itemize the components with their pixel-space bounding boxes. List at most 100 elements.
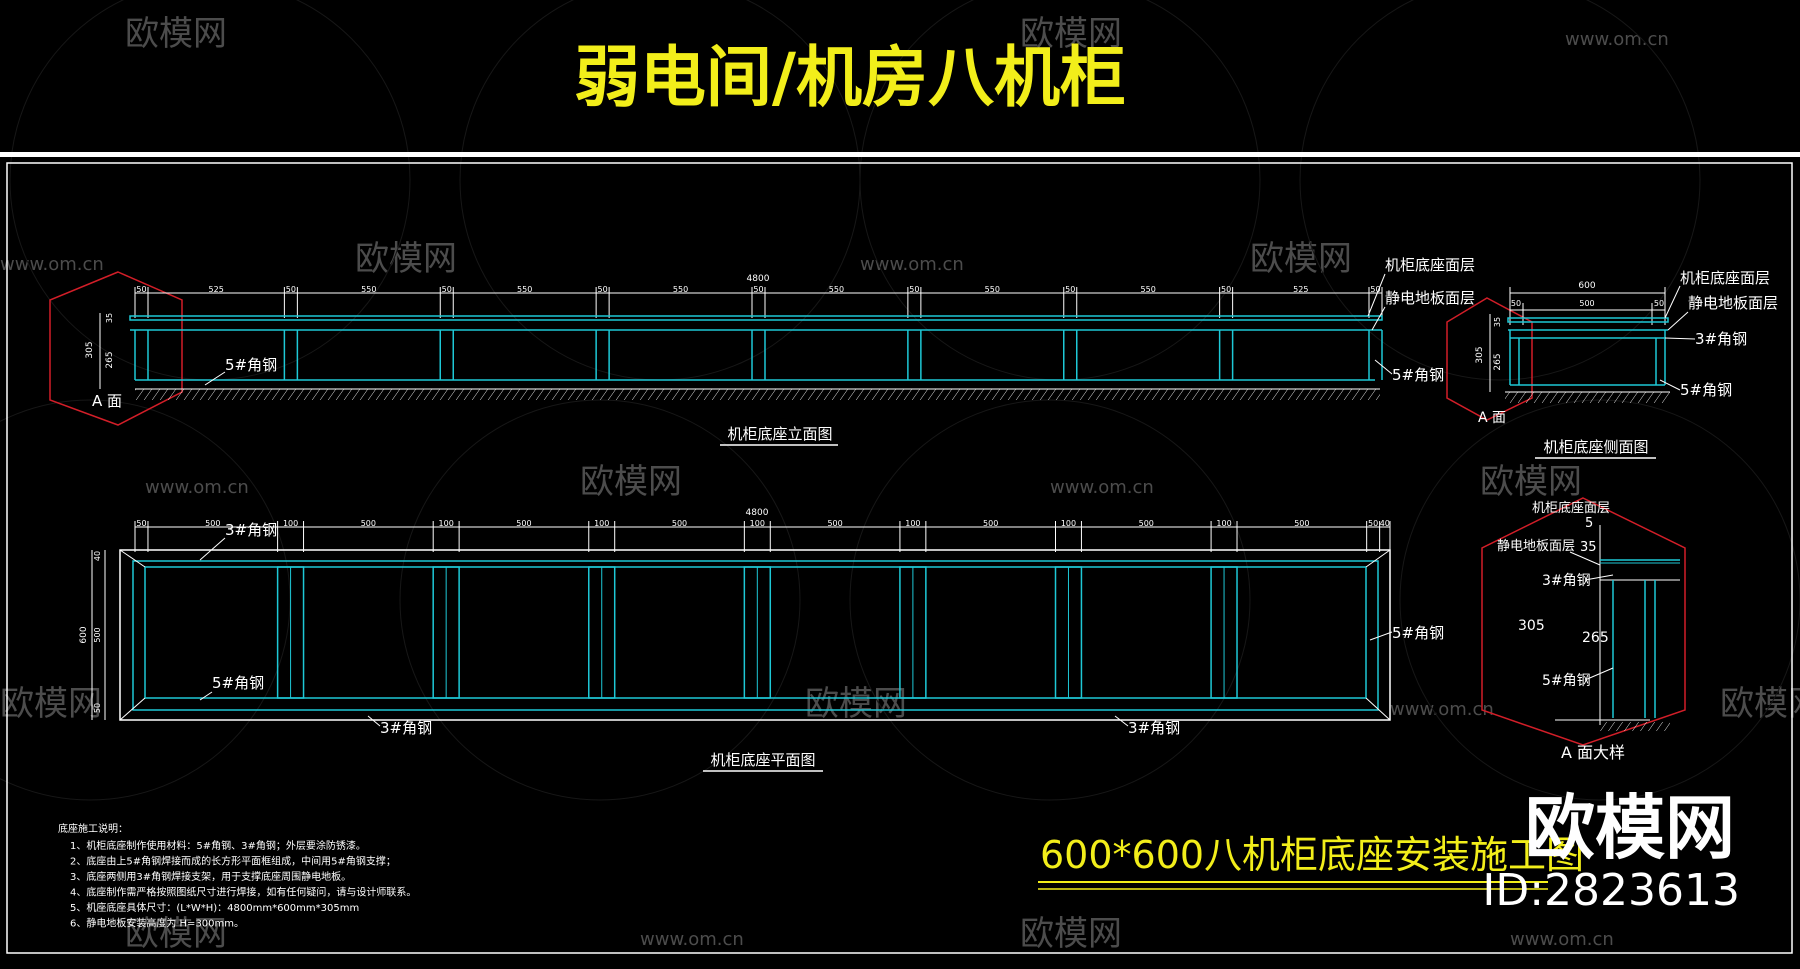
elevation-label-floor-layer: 静电地板面层 bbox=[1385, 289, 1475, 307]
detail-dim-35: 35 bbox=[1580, 540, 1597, 555]
plan-label-steel3-bottom-right: 3#角钢 bbox=[1128, 719, 1180, 737]
elevation-label-top-layer: 机柜底座面层 bbox=[1385, 256, 1475, 274]
plan-dim-label: 500 bbox=[205, 519, 220, 528]
plan-dim-label: 500 bbox=[1139, 519, 1154, 528]
leader-line bbox=[1371, 306, 1386, 331]
watermark-url: www.om.cn bbox=[1390, 699, 1494, 720]
side-dim-500: 500 bbox=[1579, 299, 1594, 308]
plan-dim-label: 100 bbox=[283, 519, 298, 528]
side-dim-50-left: 50 bbox=[1511, 299, 1521, 308]
watermark-logo: 欧模网 bbox=[1720, 684, 1800, 724]
notes-item: 2、底座由上5#角钢焊接而成的长方形平面框组成，中间用5#角钢支撑； bbox=[70, 855, 396, 868]
elevation-left-dim-305: 305 bbox=[85, 341, 95, 358]
watermark-logo: 欧模网 bbox=[1020, 14, 1122, 54]
elevation-left-dim-35: 35 bbox=[105, 313, 114, 323]
leader-line bbox=[1114, 715, 1129, 727]
side-dim-50-right: 50 bbox=[1654, 299, 1664, 308]
elevation-dim-label: 550 bbox=[673, 285, 688, 294]
plan-dim-label: 100 bbox=[750, 519, 765, 528]
watermark-url: www.om.cn bbox=[1050, 477, 1154, 498]
plan-caption: 机柜底座平面图 bbox=[710, 751, 815, 769]
plan-left-dim-50: 50 bbox=[93, 703, 102, 713]
plan-left-dim-600: 600 bbox=[79, 626, 89, 643]
watermark-circle bbox=[0, 399, 291, 801]
title-separator bbox=[0, 152, 1800, 157]
notes-item: 4、底座制作需严格按照图纸尺寸进行焊接，如有任何疑问，请与设计师联系。 bbox=[70, 886, 416, 899]
elevation-left-dim-265: 265 bbox=[105, 351, 115, 368]
leader-line bbox=[1374, 359, 1393, 375]
watermark-url: www.om.cn bbox=[145, 477, 249, 498]
plan-dim-label: 500 bbox=[983, 519, 998, 528]
leader-line bbox=[1664, 285, 1681, 319]
leader-line bbox=[204, 371, 226, 386]
plan-total-dim: 4800 bbox=[746, 508, 769, 518]
side-label-floor-layer: 静电地板面层 bbox=[1688, 294, 1778, 312]
elevation-dim-label: 50 bbox=[286, 285, 296, 294]
watermark-logo: 欧模网 bbox=[1250, 239, 1352, 279]
detail-label-steel5: 5#角钢 bbox=[1542, 673, 1591, 689]
elevation-total-dim: 4800 bbox=[747, 274, 770, 284]
plan-support-bars bbox=[276, 566, 1238, 699]
side-left-dim-305: 305 bbox=[1475, 346, 1485, 363]
side-top-plate bbox=[1507, 317, 1669, 323]
plan-corner-line bbox=[1365, 549, 1391, 568]
drawing-frame bbox=[6, 162, 1793, 954]
leader-line bbox=[1369, 631, 1393, 641]
side-left-dim-265: 265 bbox=[1493, 353, 1503, 370]
plan-label-steel5-right: 5#角钢 bbox=[1392, 624, 1444, 642]
plan-dim-label: 100 bbox=[439, 519, 454, 528]
leader-line bbox=[367, 715, 381, 727]
elevation-dim-label: 525 bbox=[1293, 285, 1308, 294]
notes-item: 3、底座两侧用3#角钢焊接支架，用于支撑底座周围静电地板。 bbox=[70, 870, 351, 883]
leader-line bbox=[1664, 337, 1696, 340]
side-view: 600 50 500 50 305 35 265 机柜底座面层 静电地板面层 3… bbox=[1446, 269, 1778, 459]
detail-label-floor-layer: 静电地板面层 bbox=[1497, 539, 1575, 554]
detail-dim-305: 305 bbox=[1518, 618, 1545, 634]
plan-corner-line bbox=[1365, 697, 1391, 721]
leader-line bbox=[1569, 551, 1601, 566]
plan-dim-label: 40 bbox=[1380, 519, 1390, 528]
watermark-logo: 欧模网 bbox=[125, 14, 227, 54]
plan-corner-line bbox=[119, 549, 146, 568]
elevation-ground-hatch bbox=[135, 389, 1380, 400]
plan-outer-frame bbox=[119, 549, 1391, 721]
leader-line bbox=[199, 691, 213, 701]
plan-dim-label: 500 bbox=[516, 519, 531, 528]
detail-dim-5: 5 bbox=[1585, 516, 1593, 531]
plan-label-steel3-bottom-left: 3#角钢 bbox=[380, 719, 432, 737]
elevation-top-plate bbox=[129, 315, 1383, 321]
side-a-mark: A 面 bbox=[1478, 410, 1506, 426]
elevation-dim-label: 50 bbox=[753, 285, 763, 294]
elevation-dim-label: 50 bbox=[136, 285, 146, 294]
elevation-label-steel5-left: 5#角钢 bbox=[225, 356, 277, 374]
plan-left-dim-500: 500 bbox=[93, 627, 102, 642]
watermark-circle bbox=[1299, 0, 1701, 381]
plan-dim-label: 50 bbox=[1368, 519, 1378, 528]
detail-label-top-layer: 机柜底座面层 bbox=[1532, 500, 1610, 516]
plan-label-steel5-left: 5#角钢 bbox=[212, 674, 264, 692]
plan-dim-label: 100 bbox=[1061, 519, 1076, 528]
plan-dim-label: 100 bbox=[1216, 519, 1231, 528]
elevation-posts bbox=[134, 330, 1383, 380]
construction-notes: 底座施工说明： 1、机柜底座制作使用材料：5#角钢、3#角钢；外层要涂防锈漆。2… bbox=[58, 822, 416, 930]
plan-dim-label: 500 bbox=[827, 519, 842, 528]
side-caption: 机柜底座侧面图 bbox=[1543, 438, 1648, 456]
watermark-logo: 欧模网 bbox=[125, 914, 227, 954]
notes-item: 5、机座底座具体尺寸：(L*W*H)：4800mm*600mm*305mm bbox=[70, 901, 359, 914]
side-ground-hatch bbox=[1505, 392, 1670, 403]
side-label-steel3: 3#角钢 bbox=[1695, 330, 1747, 348]
leader-line bbox=[1667, 311, 1689, 331]
elevation-dim-label: 50 bbox=[1065, 285, 1075, 294]
plan-view: 4800 50 500 100 500 100 500 100 500 100 500 100 500… bbox=[79, 508, 1444, 772]
notes-item: 6、静电地板安装高度为 H=300mm。 bbox=[70, 917, 244, 930]
elevation-a-mark: A 面 bbox=[92, 392, 122, 410]
detail-caption: A 面大样 bbox=[1561, 743, 1625, 762]
brand-id: ID:2823613 bbox=[1482, 865, 1740, 916]
leader-line bbox=[1584, 574, 1614, 581]
